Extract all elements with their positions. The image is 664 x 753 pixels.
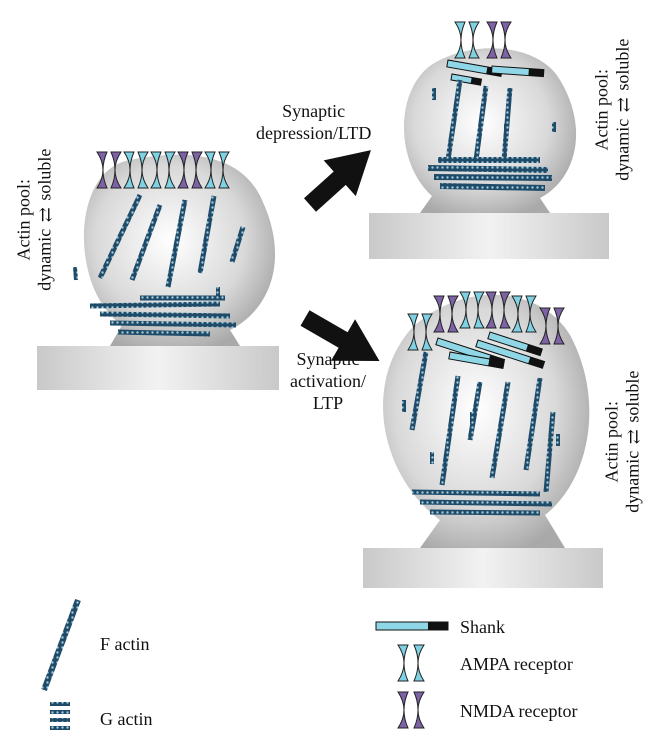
g-actin [73, 266, 78, 281]
f-actin [429, 509, 541, 516]
receptor-row-left [96, 151, 230, 189]
f-actin-filaments-ltp [409, 351, 556, 516]
nmda-receptor [539, 307, 565, 345]
actin-pool-dynamic: dynamic [34, 228, 55, 291]
legend-f-actin-icon [41, 598, 81, 692]
f-actin [89, 301, 221, 309]
actin-pool-title: Actin pool: [13, 178, 34, 261]
shank-bar [490, 65, 545, 78]
legend-shank-label: Shank [460, 617, 505, 637]
f-actin [117, 329, 211, 337]
f-actin [489, 381, 511, 479]
f-actin [165, 199, 188, 288]
f-actin [543, 411, 556, 493]
actin-pool-dynamic: dynamic [612, 118, 633, 181]
legend-g-actin-label: G actin [100, 709, 153, 729]
arrow-to-ltd [303, 150, 371, 212]
f-actin [473, 85, 489, 161]
arrow-to-ltp [300, 310, 380, 361]
actin-pool-soluble: soluble [34, 148, 55, 201]
ltp-label-line-3: LTP [312, 393, 344, 413]
f-actin [129, 204, 163, 281]
nmda-receptor [485, 291, 511, 329]
legend-g-actin-icon [50, 702, 70, 730]
ltd-label-line-1: Synaptic [282, 101, 346, 121]
ltp-spine [363, 291, 603, 588]
actin-pool-label-ltd: Actin pool: dynamic ⇄ soluble [591, 15, 634, 205]
f-actin [99, 311, 231, 319]
f-actin [97, 193, 143, 280]
f-actin [445, 79, 463, 161]
spine-head-left [83, 154, 276, 346]
actin-pool-label-left: Actin pool: dynamic ⇄ soluble [13, 125, 56, 315]
f-actin [411, 489, 541, 497]
dendrite-shaft-left [37, 346, 279, 390]
actin-pool-equilibrium: dynamic ⇄ soluble [34, 125, 56, 315]
ampa-receptor [459, 291, 485, 329]
actin-pool-equilibrium: dynamic ⇄ soluble [622, 347, 644, 537]
actin-pool-label-ltp: Actin pool: dynamic ⇄ soluble [601, 347, 644, 537]
equilibrium-arrows-icon: ⇄ [613, 97, 634, 113]
legend-f-actin-label: F actin [100, 634, 150, 654]
f-actin [433, 174, 553, 181]
ltp-arrow-label: Synaptic activation/ LTP [290, 348, 366, 414]
actin-pool-soluble: soluble [612, 38, 633, 91]
nmda-receptor [177, 151, 203, 189]
f-actin-filaments-ltd [427, 79, 553, 191]
ampa-receptor [204, 151, 230, 189]
actin-pool-title: Actin pool: [591, 68, 612, 151]
actin-pool-title: Actin pool: [601, 400, 622, 483]
actin-pool-equilibrium: dynamic ⇄ soluble [612, 15, 634, 205]
nmda-receptor [433, 295, 459, 333]
actin-pool-soluble: soluble [622, 370, 643, 423]
ampa-receptor [454, 21, 480, 59]
dendrite-shaft-ltp [363, 548, 603, 588]
f-actin [439, 183, 546, 191]
legend-ampa-label: AMPA receptor [460, 654, 573, 674]
f-actin-filaments-left [89, 193, 246, 337]
shank-group-ltd [446, 59, 545, 86]
f-actin [467, 381, 483, 441]
f-actin [409, 351, 429, 431]
ltp-label-line-1: Synaptic [296, 349, 360, 369]
actin-pool-dynamic: dynamic [622, 450, 643, 513]
f-actin [197, 195, 217, 274]
legend-shank-icon [375, 621, 449, 631]
ampa-receptor [511, 295, 537, 333]
ltd-label-line-2: depression/LTD [256, 123, 372, 143]
receptor-row-ltp [407, 291, 565, 351]
baseline-spine [37, 151, 279, 390]
shank-bar [475, 339, 546, 369]
shank-bar [448, 351, 505, 370]
f-actin [523, 377, 543, 471]
ampa-receptor [123, 151, 149, 189]
f-actin [439, 375, 461, 486]
legend-nmda-icon [397, 691, 425, 729]
shank-bar [450, 73, 483, 86]
f-actin [109, 320, 237, 328]
legend-ampa-icon [397, 644, 425, 682]
nmda-receptor [486, 21, 512, 59]
f-actin [427, 165, 549, 173]
ltd-spine [369, 21, 609, 259]
shank-group-ltp [435, 331, 546, 370]
ltd-arrow-label: Synaptic depression/LTD [256, 100, 371, 144]
receptor-row-ltd [454, 21, 512, 59]
f-actin [419, 499, 553, 507]
spine-head-ltp [383, 294, 590, 548]
ampa-receptor [150, 151, 176, 189]
f-actin [229, 226, 246, 263]
shank-bar [487, 331, 543, 357]
ltp-label-line-2: activation/ [290, 371, 366, 391]
legend-nmda-label: NMDA receptor [460, 701, 578, 721]
nmda-receptor [96, 151, 122, 189]
equilibrium-arrows-icon: ⇄ [623, 429, 644, 445]
dendrite-shaft-ltd [369, 213, 609, 259]
ampa-receptor [407, 313, 433, 351]
equilibrium-arrows-icon: ⇄ [35, 207, 56, 223]
